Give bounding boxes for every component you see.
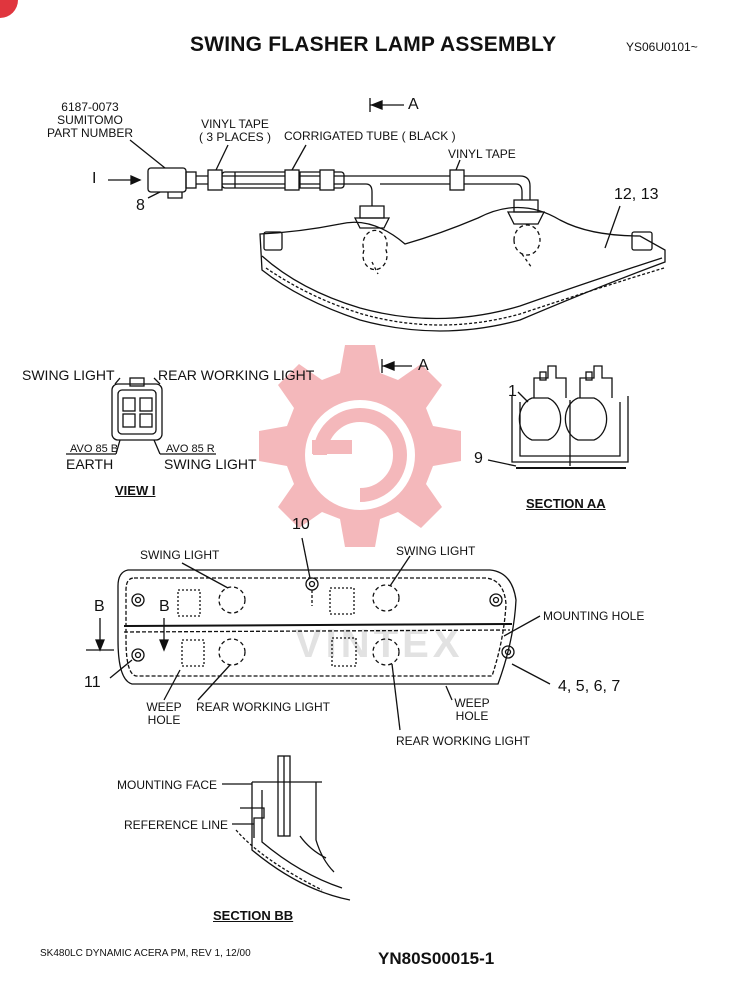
drawing-code: YS06U0101~ [626,40,698,54]
section-aa-drawing [487,365,629,469]
front-rear-working-light-right: REAR WORKING LIGHT [396,734,531,748]
view-i-caption: VIEW I [115,483,156,498]
weep-hole-left-line-2: HOLE [147,713,181,727]
page-title: SWING FLASHER LAMP ASSEMBLY [190,33,557,56]
section-bb-reference-line: REFERENCE LINE [124,818,229,832]
view-i-swing-light: SWING LIGHT [22,367,115,383]
callout-11: 11 [84,674,101,691]
part-number-line-2: SUMITOMO [57,113,123,127]
weep-hole-right-line-2: HOLE [455,709,489,723]
callout-10: 10 [292,516,310,533]
section-bb-caption: SECTION BB [213,908,294,923]
callout-8: 8 [136,197,145,214]
view-i-swing-light-2: SWING LIGHT [164,456,257,472]
front-swing-light-right: SWING LIGHT [396,544,476,558]
watermark-text: VINTEX [295,622,464,666]
part-number-line-1: 6187-0073 [61,100,119,114]
front-view-lamp [86,537,551,731]
view-i-rear-working-light: REAR WORKING LIGHT [158,367,315,383]
vinyl-tape-label: VINYL TAPE [448,147,516,161]
gear-watermark-icon [259,345,461,547]
callout-12-13: 12, 13 [614,186,659,203]
corrugated-tube-label: CORRIGATED TUBE ( BLACK ) [284,129,456,143]
weep-hole-right-line-1: WEEP [454,696,490,710]
view-i-avo-85b: AVO 85 B [70,443,119,455]
view-i-avo-85r: AVO 85 R [166,443,215,455]
front-swing-light-left: SWING LIGHT [140,548,220,562]
callout-9: 9 [474,450,483,467]
callout-1: 1 [508,383,517,400]
part-number-line-3: PART NUMBER [46,126,133,140]
front-rear-working-light-left: REAR WORKING LIGHT [196,700,331,714]
weep-hole-left-line-1: WEEP [146,700,182,714]
marker-b-inner: B [159,598,170,615]
front-mounting-hole: MOUNTING HOLE [543,609,645,623]
section-bb-drawing [222,755,351,901]
marker-b-outer: B [94,598,105,615]
vinyl-tape-3-line-2: ( 3 PLACES ) [198,130,272,144]
vinyl-tape-3-line-1: VINYL TAPE [201,117,269,131]
footer-model: SK480LC DYNAMIC ACERA PM, REV 1, 12/00 [40,948,251,959]
section-marker-a-top: A [408,96,419,113]
section-bb-mounting-face: MOUNTING FACE [117,778,218,792]
section-marker-a-mid: A [418,357,429,374]
view-i-connector [66,359,412,455]
view-marker-i: I [92,170,97,187]
section-aa-caption: SECTION AA [526,496,606,511]
callout-4-5-6-7: 4, 5, 6, 7 [558,678,621,695]
top-lamp-assembly [108,98,666,332]
view-i-earth: EARTH [66,456,114,472]
footer-document-id: YN80S00015-1 [378,949,495,968]
